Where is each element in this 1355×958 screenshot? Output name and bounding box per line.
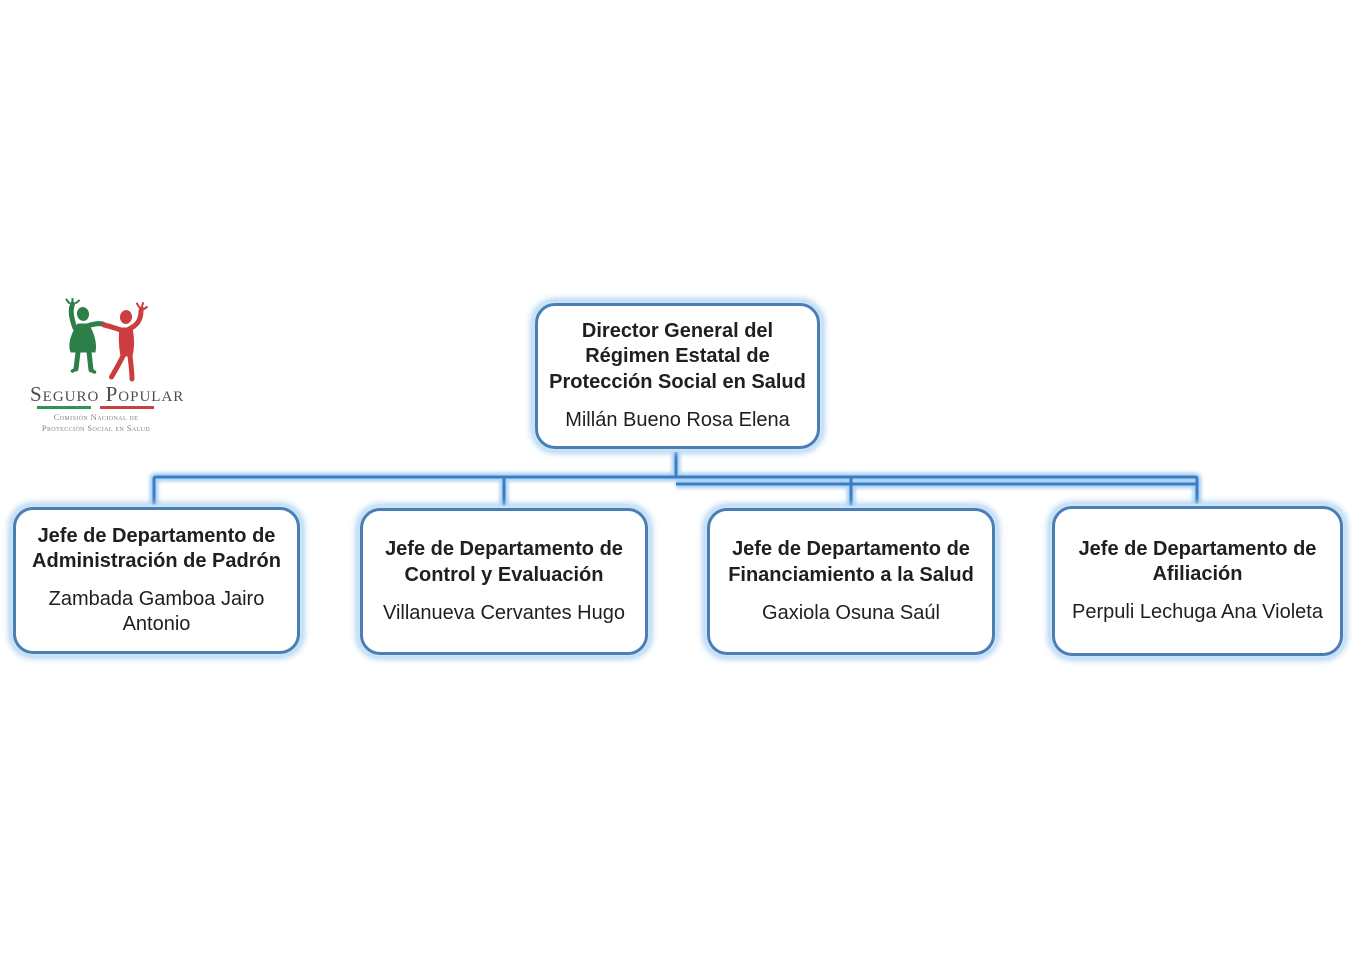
logo-title: Seguro Popular [30, 382, 185, 406]
org-box-administracion-padron: Jefe de Departamento de Administración d… [13, 507, 300, 654]
logo-subtitle-line2: Protección Social en Salud [41, 423, 151, 434]
red-figure-icon [101, 302, 148, 382]
seguro-popular-logo: Seguro Popular Comisión Nacional de Prot… [28, 296, 218, 441]
org-box-title: Jefe de Departamento de Financiamiento a… [728, 538, 974, 586]
org-box-name: Villanueva Cervantes Hugo [382, 601, 625, 624]
green-figure-icon [65, 298, 106, 374]
org-box-name: Millán Bueno Rosa Elena [565, 409, 790, 432]
logo-divider [37, 406, 154, 409]
org-box-name: Perpuli Lechuga Ana Violeta [1072, 601, 1323, 624]
connector-rail [152, 475, 1199, 505]
org-box-title: Jefe de Departamento de Administración d… [32, 524, 281, 572]
org-box-title: Jefe de Departamento de Control y Evalua… [385, 538, 623, 586]
org-box-director-general: Director General del Régimen Estatal de … [535, 303, 820, 449]
org-box-name: Gaxiola Osuna Saúl [762, 601, 940, 624]
dancing-figures-icon [65, 298, 148, 382]
org-box-financiamiento-salud: Jefe de Departamento de Financiamiento a… [707, 508, 995, 655]
logo-subtitle: Comisión Nacional de Protección Social e… [28, 412, 164, 434]
org-box-control-evaluacion: Jefe de Departamento de Control y Evalua… [360, 508, 648, 655]
org-box-title: Director General del Régimen Estatal de … [549, 319, 806, 393]
org-box-title: Jefe de Departamento de Afiliación [1078, 537, 1317, 585]
logo-subtitle-line1: Comisión Nacional de [53, 412, 139, 422]
org-box-afiliacion: Jefe de Departamento de Afiliación Perpu… [1052, 506, 1343, 656]
org-box-name: Zambada Gamboa Jairo Antonio [48, 588, 265, 636]
